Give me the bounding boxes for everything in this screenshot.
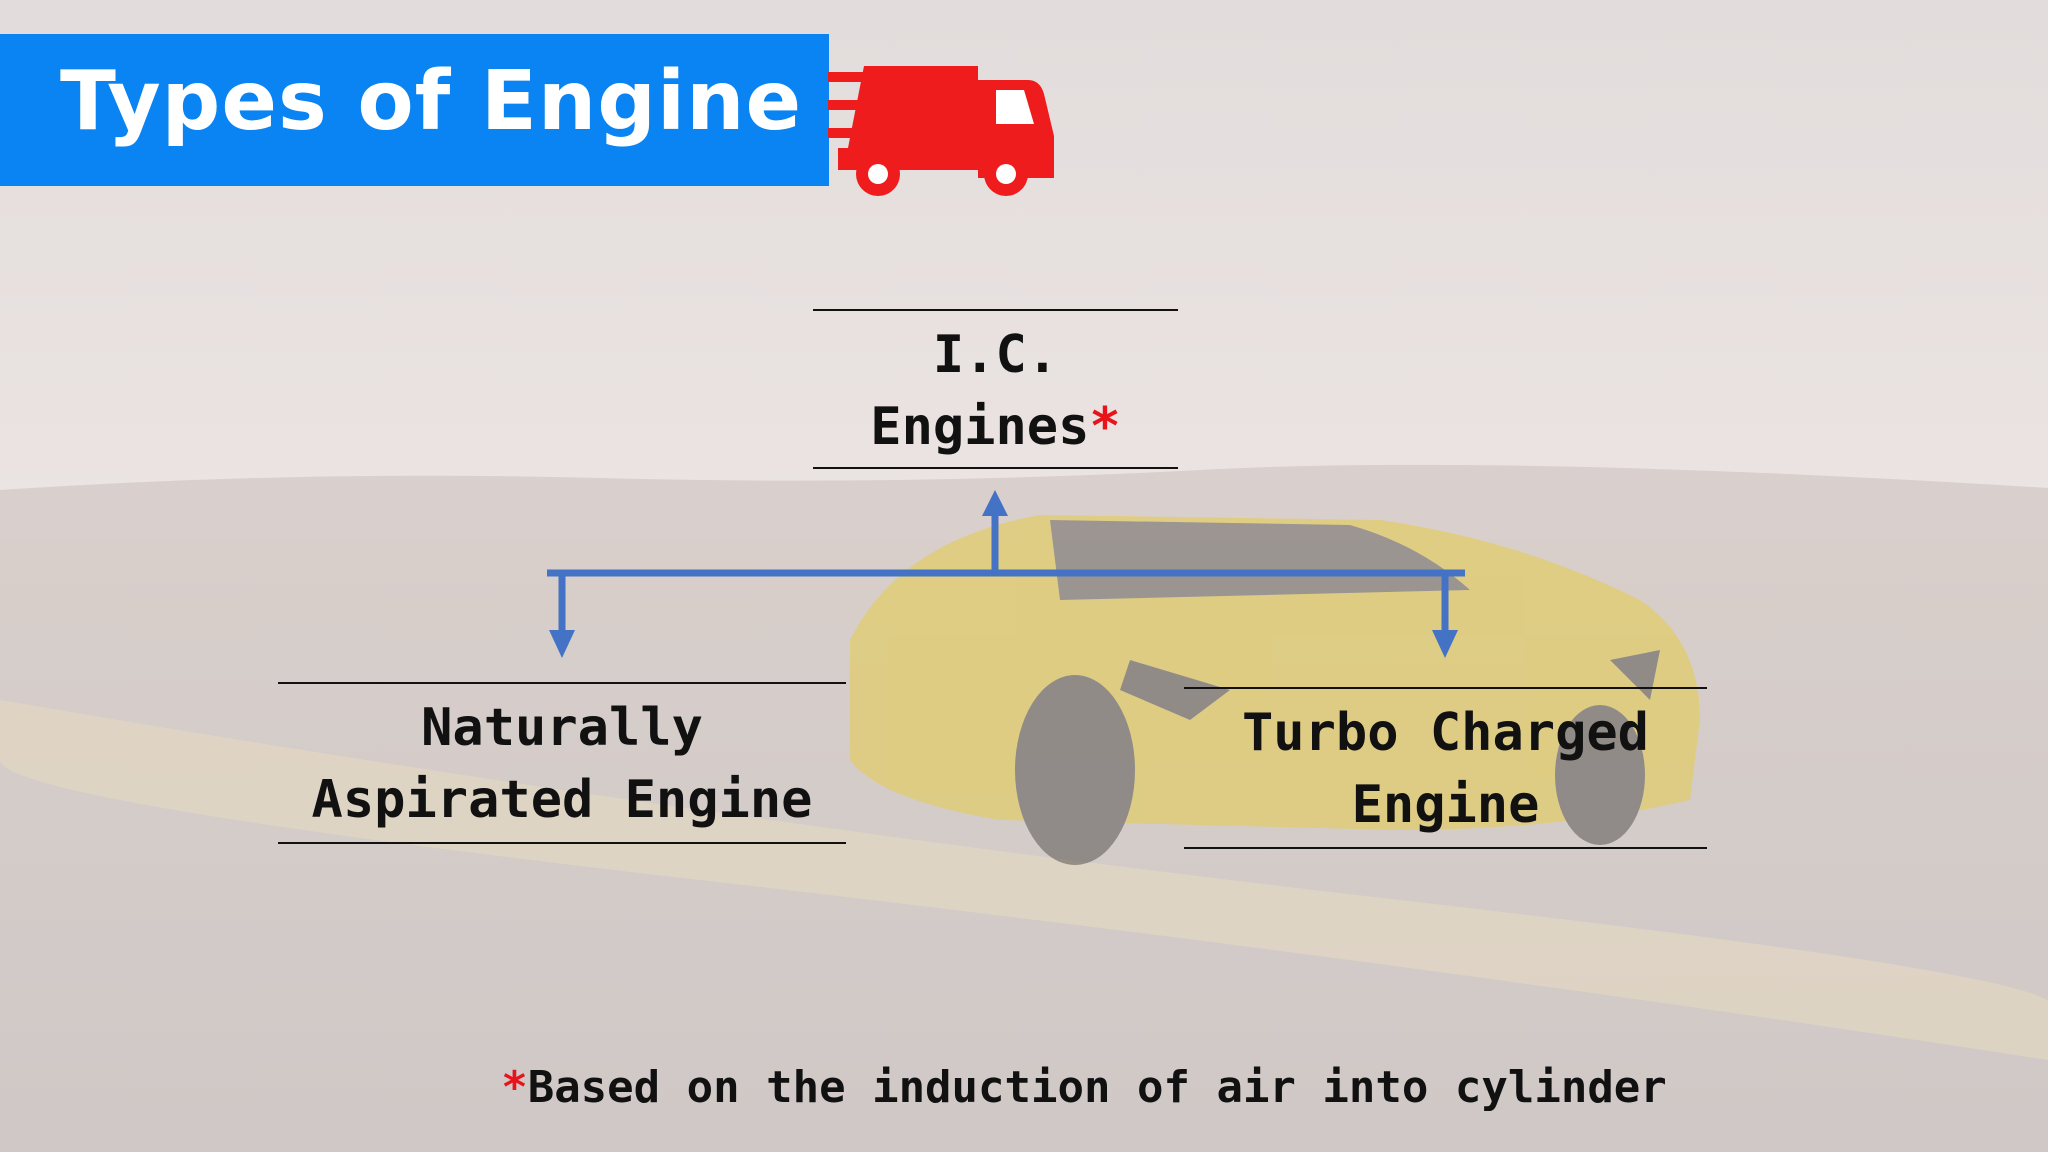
slide-title: Types of Engine [60, 54, 803, 149]
arrow-up-icon [982, 490, 1008, 516]
title-banner: Types of Engine [0, 34, 829, 186]
node-na-line1: Naturally [421, 698, 703, 758]
arrow-down-right-icon [1432, 630, 1458, 658]
node-ic-line1: I.C. [932, 325, 1059, 385]
node-ic-engines: I.C. Engines* [813, 309, 1178, 469]
node-ic-asterisk: * [1089, 397, 1121, 457]
node-tc-line1: Turbo Charged [1242, 703, 1649, 763]
node-ic-label: Engines [870, 397, 1090, 457]
node-tc-line2: Engine [1351, 775, 1540, 835]
footnote-asterisk: * [501, 1062, 528, 1113]
arrow-down-left-icon [549, 630, 575, 658]
delivery-truck-icon [828, 66, 1054, 196]
footnote: *Based on the induction of air into cyli… [0, 1062, 2048, 1113]
node-ic-line2: Engines* [813, 391, 1178, 463]
node-naturally-aspirated: Naturally Aspirated Engine [278, 682, 846, 844]
node-turbo-charged: Turbo Charged Engine [1184, 687, 1707, 849]
footnote-text: Based on the induction of air into cylin… [527, 1062, 1667, 1113]
node-na-line2: Aspirated Engine [311, 770, 813, 830]
